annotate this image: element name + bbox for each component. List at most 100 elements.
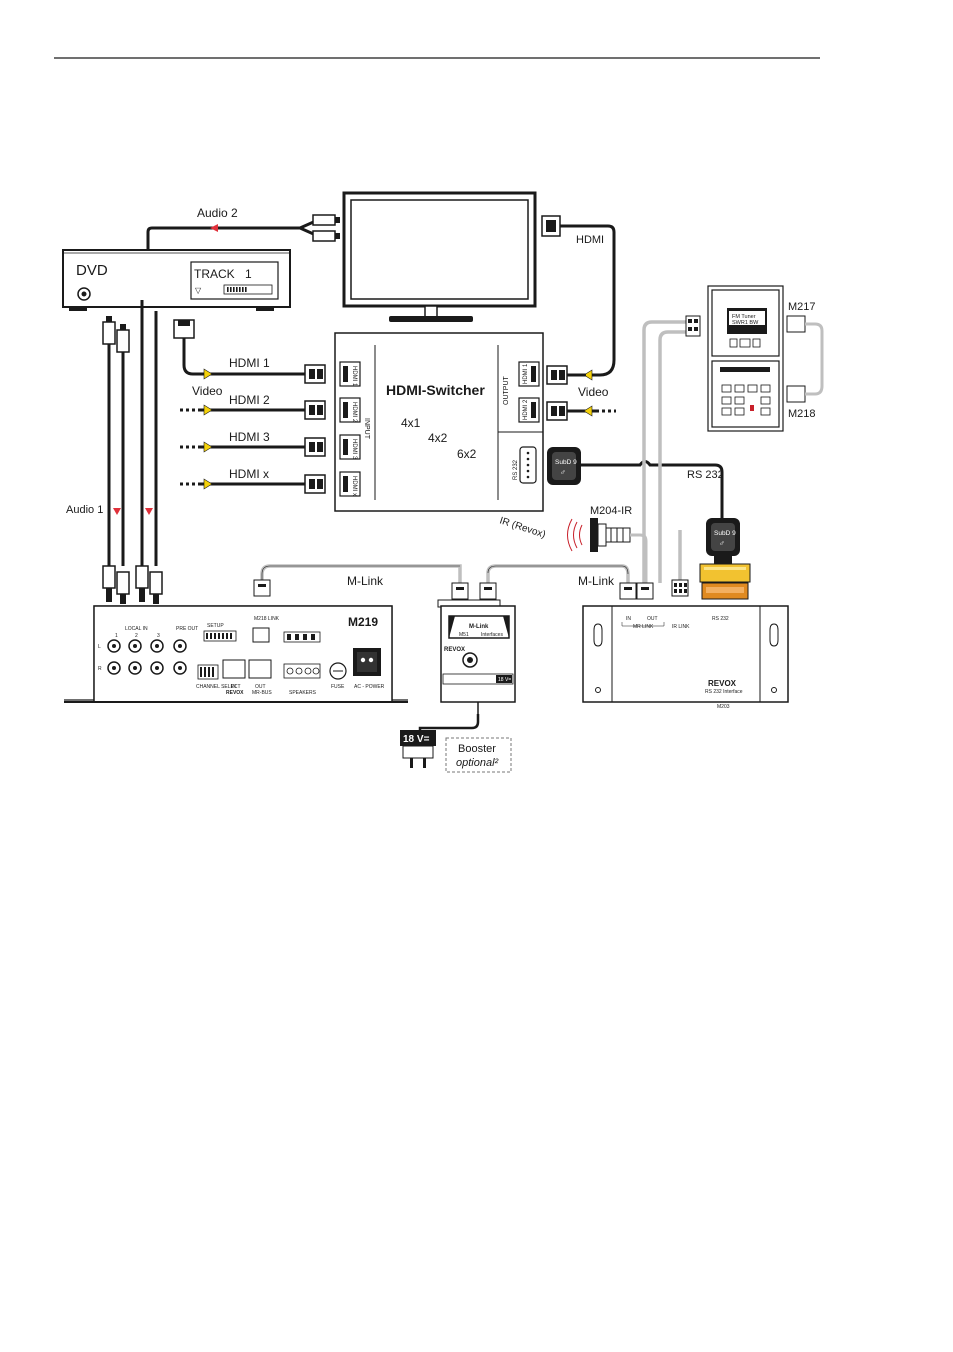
dvd-player: DVD TRACK 1 ▽ — [62, 249, 291, 311]
svg-text:HDMI 1: HDMI 1 — [523, 363, 529, 384]
svg-text:HDMI 3: HDMI 3 — [351, 439, 357, 460]
svg-text:LOCAL IN: LOCAL IN — [125, 626, 148, 632]
svg-text:OUT: OUT — [647, 616, 658, 622]
svg-text:MR LINK: MR LINK — [633, 624, 654, 630]
power-supply: 18 V= — [400, 730, 436, 768]
hdmi1-cable — [173, 319, 305, 380]
hdmi3-label: HDMI 3 — [229, 430, 270, 444]
m217-btn-1[interactable] — [729, 338, 738, 348]
switcher-input-group: INPUT — [363, 418, 370, 440]
subd9-connector-switcher: SubD 9 ♂ — [547, 447, 581, 485]
m204-ir-label: M204-IR — [590, 505, 632, 517]
mlink-interface-box: M-Link M51 Interfaces REVOX 18 V= — [437, 599, 516, 714]
switcher-rs232-port-icon[interactable] — [519, 446, 537, 484]
mlink-rj-plugs — [253, 579, 689, 600]
svg-text:REVOX: REVOX — [226, 690, 244, 696]
audio1-cables — [102, 300, 163, 604]
svg-text:HDMI 1: HDMI 1 — [351, 366, 357, 387]
switcher-variant-1: 4x1 — [401, 416, 421, 430]
m217-screen-line2: SWR1 BW — [732, 320, 759, 326]
hdmi-switcher: HDMI-Switcher 4x1 4x2 6x2 INPUT OUTPUT R… — [334, 332, 544, 512]
svg-text:M203: M203 — [717, 704, 730, 710]
switcher-rs232-port: RS 232 — [513, 459, 519, 480]
hdmi-tv-label: HDMI — [576, 234, 604, 246]
keypad-terminals — [786, 315, 824, 403]
m219-mrbus-out-port[interactable] — [248, 659, 272, 679]
svg-text:SPEAKERS: SPEAKERS — [289, 690, 317, 696]
ir-revox-label: IR (Revox) — [498, 515, 547, 540]
m219-name: M219 — [348, 615, 378, 629]
switcher-output-group: OUTPUT — [503, 376, 510, 406]
svg-text:♂: ♂ — [560, 468, 566, 477]
booster-label: Booster — [458, 743, 496, 755]
svg-text:SubD 9: SubD 9 — [555, 459, 577, 466]
audio1-label: Audio 1 — [66, 504, 103, 516]
m217-label: M217 — [788, 301, 816, 313]
mlink-box-title: M-Link — [469, 624, 489, 630]
m219-ir-terminals[interactable] — [283, 631, 321, 643]
dvd-display-track: TRACK — [194, 267, 235, 281]
svg-text:HDMI x: HDMI x — [351, 476, 357, 496]
m217-btn-3[interactable] — [752, 338, 761, 348]
svg-text:RS 232 Interface: RS 232 Interface — [705, 689, 743, 695]
svg-text:18 V=: 18 V= — [498, 677, 511, 683]
switcher-input-port-2[interactable]: HDMI 2 — [339, 397, 361, 423]
dvd-level-bar — [227, 287, 247, 292]
svg-text:PRE OUT: PRE OUT — [176, 626, 198, 632]
switcher-input-port-3[interactable]: HDMI 3 — [339, 434, 361, 460]
svg-text:M218 LINK: M218 LINK — [254, 616, 280, 622]
svg-text:SETUP: SETUP — [207, 623, 224, 629]
svg-text:IN: IN — [626, 616, 631, 622]
mlink-box-revox: REVOX — [444, 647, 465, 653]
m219-mrbus-in-port[interactable] — [222, 659, 246, 679]
hdmi1-label: HDMI 1 — [229, 356, 270, 370]
m217-btn-2[interactable] — [739, 338, 751, 348]
svg-text:HDMI 2: HDMI 2 — [523, 399, 529, 420]
dvd-name: DVD — [76, 262, 108, 279]
m204-ir-receiver — [567, 518, 648, 583]
subd9-connector-m203: SubD 9 ♂ — [706, 518, 740, 564]
svg-text:♂: ♂ — [719, 539, 725, 548]
audio2-label: Audio 2 — [197, 206, 238, 220]
svg-text:M51: M51 — [459, 632, 469, 638]
switcher-input-port-x[interactable]: HDMI x — [339, 471, 361, 497]
m217-screen-line1: FM Tuner — [732, 314, 756, 320]
hdmi2-label: HDMI 2 — [229, 393, 270, 407]
switcher-title: HDMI-Switcher — [386, 382, 485, 398]
m218-button-grid[interactable] — [721, 384, 771, 416]
svg-text:OUT: OUT — [255, 684, 266, 690]
svg-text:1: 1 — [115, 633, 118, 639]
switcher-output-port-2[interactable]: HDMI 2 — [518, 397, 540, 423]
svg-text:SubD 9: SubD 9 — [714, 530, 736, 537]
svg-text:AC - POWER: AC - POWER — [354, 684, 385, 690]
m203-rs232-interface: IN OUT MR LINK IR LINK RS 232 REVOX RS 2… — [582, 605, 789, 710]
svg-text:L: L — [98, 644, 101, 650]
svg-text:3: 3 — [157, 633, 160, 639]
svg-text:Interfaces: Interfaces — [481, 632, 503, 638]
booster-note: optional² — [456, 757, 499, 769]
switcher-input-port-1[interactable]: HDMI 1 — [339, 361, 361, 387]
svg-text:R: R — [98, 666, 102, 672]
hdmi-output-plugs — [546, 365, 616, 421]
mlink-left-label: M-Link — [347, 574, 384, 588]
hdmix-label: HDMI x — [229, 467, 269, 481]
m217-m218-panel: FM Tuner SWR1 BW — [707, 285, 784, 432]
mlink-right-label: M-Link — [578, 574, 615, 588]
m219-m218-link-port[interactable] — [252, 627, 270, 643]
m218-label: M218 — [788, 408, 816, 420]
svg-text:▽: ▽ — [195, 286, 202, 295]
hdmi-input-cables — [180, 364, 326, 494]
switcher-variant-2: 4x2 — [428, 431, 448, 445]
audio2-cable — [146, 214, 340, 250]
audio2-arrow — [210, 224, 218, 232]
switcher-output-port-1[interactable]: HDMI 1 — [518, 361, 540, 387]
svg-text:2: 2 — [135, 633, 138, 639]
svg-text:IN: IN — [231, 684, 236, 690]
power-supply-cable — [418, 714, 480, 736]
television — [342, 191, 537, 322]
svg-text:IR LINK: IR LINK — [672, 624, 690, 630]
video-in-label: Video — [192, 384, 223, 398]
svg-text:HDMI 2: HDMI 2 — [351, 402, 357, 423]
